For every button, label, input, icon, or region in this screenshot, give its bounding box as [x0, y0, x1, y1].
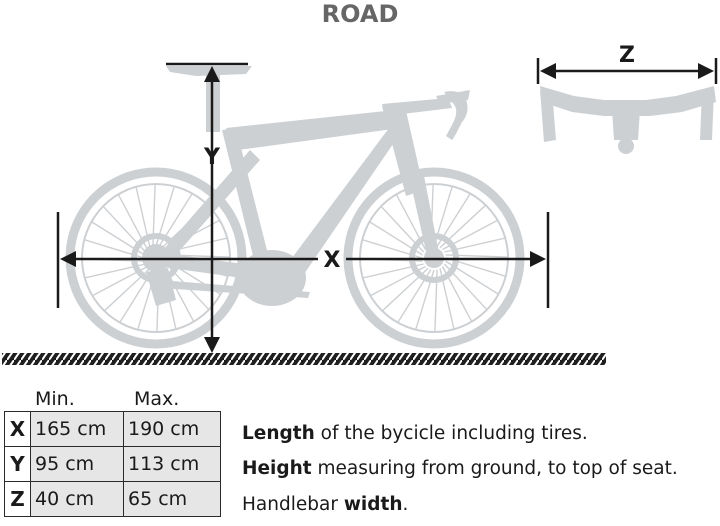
- label-y: Y: [203, 145, 221, 170]
- x-dimension-arrow: [56, 212, 550, 308]
- description-length: Length of the bycicle including tires.: [242, 423, 588, 444]
- description-width: Handlebar width.: [242, 494, 408, 515]
- table-row: X 165 cm 190 cm: [4, 411, 221, 447]
- table-row: Y 95 cm 113 cm: [4, 446, 221, 482]
- dimensions-table: X 165 cm 190 cm Y 95 cm 113 cm Z 40 cm 6…: [4, 411, 221, 517]
- handlebar: [382, 90, 470, 140]
- drivetrain: [142, 244, 310, 306]
- saddle: [166, 66, 252, 76]
- handlebar-topview: [540, 86, 716, 154]
- row-key: Z: [4, 481, 31, 517]
- table-row: Z 40 cm 65 cm: [4, 481, 221, 517]
- row-key: Y: [4, 446, 31, 482]
- desc-text: of the bycicle including tires.: [314, 423, 588, 444]
- label-z: Z: [619, 43, 635, 68]
- label-x: X: [324, 248, 341, 273]
- max-value: 190 cm: [123, 411, 221, 447]
- max-value: 65 cm: [123, 481, 221, 517]
- max-value: 113 cm: [123, 446, 221, 482]
- desc-text: Handlebar: [242, 494, 344, 515]
- desc-bold: Height: [242, 458, 312, 479]
- z-dimension-arrow: [536, 58, 718, 84]
- bicycle-silhouette: [65, 66, 525, 349]
- min-header: Min.: [35, 388, 75, 410]
- row-key: X: [4, 411, 31, 447]
- ground: [2, 353, 606, 365]
- min-value: 165 cm: [30, 411, 124, 447]
- desc-text: .: [402, 494, 409, 515]
- max-header: Max.: [134, 388, 180, 410]
- page-title: ROAD: [321, 0, 399, 28]
- desc-text: measuring from ground, to top of seat.: [311, 458, 678, 479]
- y-dimension-arrow: [166, 62, 248, 353]
- bike-diagram: Y X Z: [2, 43, 718, 365]
- description-height: Height measuring from ground, to top of …: [242, 458, 678, 479]
- min-value: 95 cm: [30, 446, 124, 482]
- min-value: 40 cm: [30, 481, 124, 517]
- desc-bold: Length: [242, 423, 315, 444]
- desc-bold: width: [343, 494, 403, 515]
